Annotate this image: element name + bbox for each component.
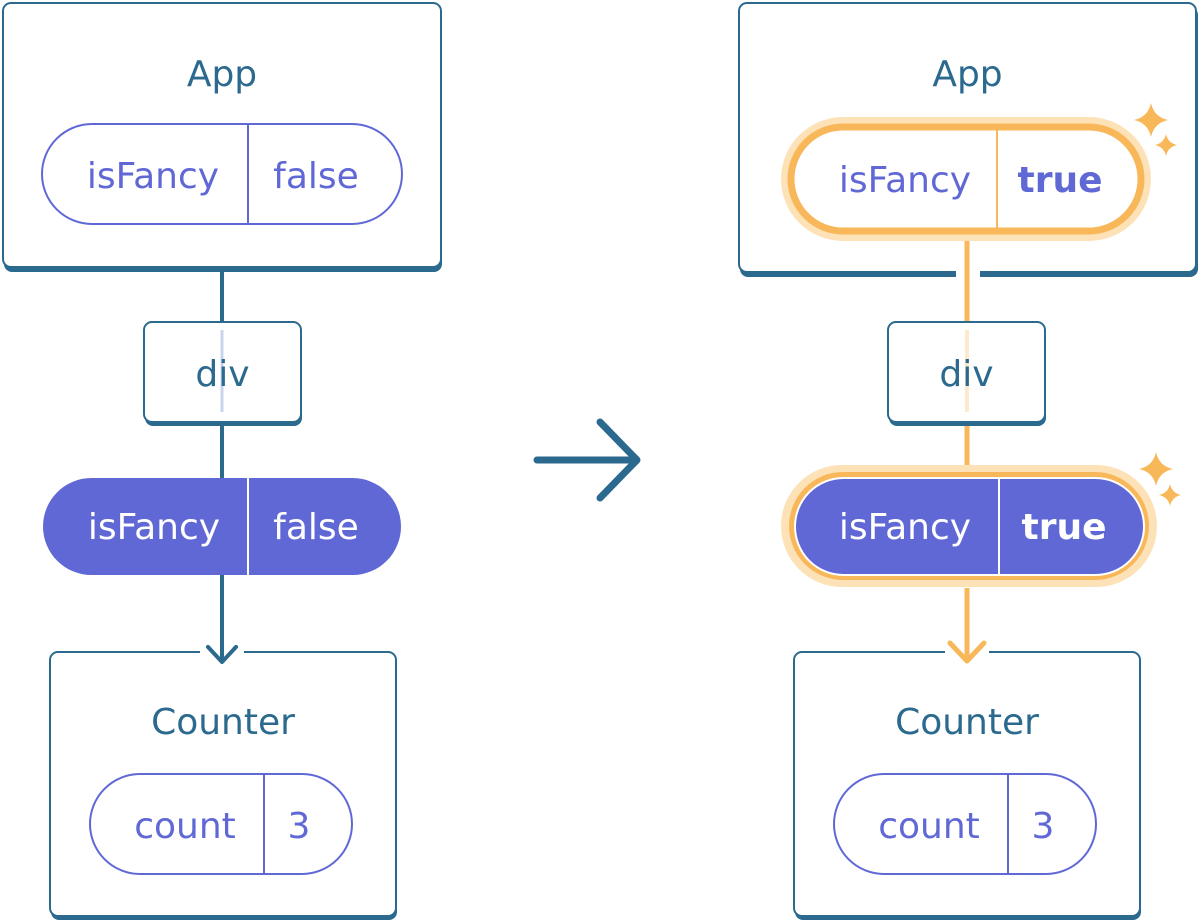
sparkle-icon	[1139, 452, 1173, 486]
left-app-prop-pill	[41, 123, 403, 225]
transition-arrow-head	[596, 418, 641, 502]
left-passed-prop-value: false	[273, 506, 359, 548]
sparkle-icon	[1155, 134, 1177, 156]
left-counter-state-value: 3	[287, 805, 311, 847]
right-counter-state-name: count	[878, 805, 980, 847]
right-counter-state-pill	[833, 773, 1097, 875]
left-arrowhead-top	[206, 645, 238, 664]
right-app-prop-value: true	[1017, 159, 1103, 201]
left-counter-state-pill	[89, 773, 353, 875]
right-counter-state-value: 3	[1031, 805, 1055, 847]
right-arrowhead	[947, 640, 987, 664]
left-div-title: div	[195, 353, 250, 395]
left-passed-prop-pill	[43, 478, 401, 575]
right-app-title: App	[932, 53, 1003, 95]
sparkle-icon	[1159, 484, 1181, 506]
right-app-prop-pill	[787, 123, 1145, 235]
left-counter-state-name: count	[134, 805, 236, 847]
right-passed-prop-value: true	[1021, 506, 1107, 548]
left-counter-title: Counter	[151, 701, 295, 743]
left-app-prop-name: isFancy	[86, 155, 220, 197]
sparkle-icon	[1134, 103, 1168, 137]
right-div-title: div	[939, 353, 994, 395]
right-passed-prop-name: isFancy	[838, 506, 972, 548]
right-counter-title: Counter	[895, 701, 1039, 743]
left-app-prop-value: false	[273, 155, 359, 197]
right-passed-prop-pill	[794, 477, 1145, 576]
left-app-title: App	[186, 53, 258, 95]
left-passed-prop-name: isFancy	[87, 506, 221, 548]
right-app-prop-name: isFancy	[838, 159, 972, 201]
